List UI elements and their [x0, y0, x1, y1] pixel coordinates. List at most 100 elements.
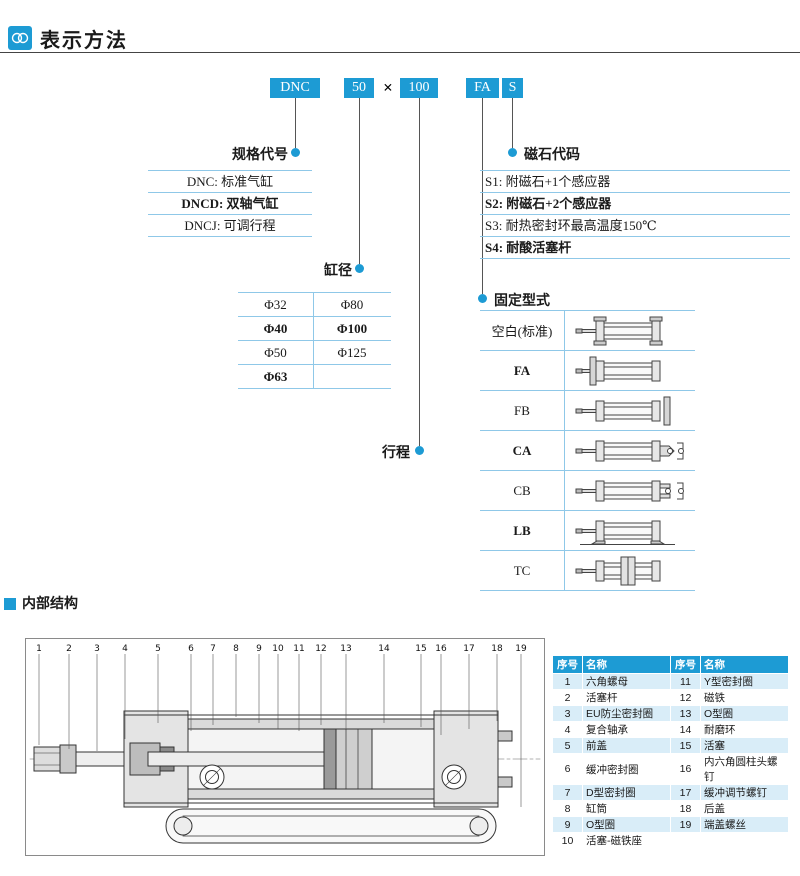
model-code-segment: 100: [400, 78, 438, 98]
callout-number: 11: [293, 644, 304, 654]
spec-code-row: DNCJ: 可调行程: [148, 215, 312, 237]
mounting-diagram-tc: [565, 551, 695, 590]
model-code-segment: DNC: [270, 78, 320, 98]
part-number: 1: [552, 673, 583, 690]
connector-stroke: [419, 98, 420, 446]
section-square-icon: [4, 598, 16, 610]
part-number: 13: [670, 705, 701, 722]
part-name: 活塞杆: [582, 689, 671, 706]
dot-mounting: [478, 294, 487, 303]
parts-header-cell: 序号: [670, 655, 701, 674]
mounting-code: 空白(标准): [480, 311, 565, 350]
mounting-diagram-lb: [565, 511, 695, 550]
mounting-code: CA: [480, 431, 565, 470]
part-name: 内六角圆柱头螺钉: [700, 753, 789, 785]
spec-code-row: DNCD: 双轴气缸: [148, 193, 312, 215]
callout-number: 4: [122, 644, 128, 654]
callout-number: 6: [188, 644, 194, 654]
spec-codes-label: 规格代号: [232, 148, 288, 163]
bore-cell: Φ50: [238, 341, 314, 364]
bore-cell: Φ80: [340, 297, 364, 312]
bore-cell: Φ63: [238, 365, 314, 388]
callout-number: 13: [340, 644, 351, 654]
connector-magnet: [512, 98, 513, 148]
magnet-codes-label: 磁石代码: [524, 148, 580, 163]
part-number: 2: [552, 689, 583, 706]
bore-row: Φ32 Φ80: [238, 293, 391, 317]
callout-number: 12: [315, 644, 326, 654]
dot-bore: [355, 264, 364, 273]
mounting-diagram-fb: [565, 391, 695, 430]
part-name: 活塞: [700, 737, 789, 754]
mounting-row: TC: [480, 551, 695, 591]
part-name: Y型密封圈: [700, 673, 789, 690]
model-code-segment: ×: [383, 78, 393, 97]
cylinder-diagram: [575, 316, 663, 345]
part-number: 12: [670, 689, 701, 706]
part-number: [670, 832, 701, 849]
mounting-row: FB: [480, 391, 695, 431]
dot-spec-codes: [291, 148, 300, 157]
callout-number: 10: [272, 644, 284, 654]
bore-cell: [314, 365, 390, 388]
part-name: 端盖螺丝: [700, 816, 789, 833]
part-name: 六角螺母: [582, 673, 671, 690]
mounting-diagram-basic: [565, 311, 695, 350]
cylinder-diagram: [575, 440, 684, 461]
internal-structure-title: 内部结构: [22, 597, 78, 612]
part-number: 18: [670, 800, 701, 817]
part-name: 缓冲密封圈: [582, 753, 671, 785]
part-number: 5: [552, 737, 583, 754]
bore-cell: Φ40: [238, 317, 314, 340]
page-title: 表示方法: [40, 30, 128, 52]
callout-number: 15: [415, 644, 426, 654]
part-name: EU防尘密封圈: [582, 705, 671, 722]
stroke-label: 行程: [382, 446, 410, 461]
callout-number: 1: [36, 644, 42, 654]
callout-number: 18: [491, 644, 503, 654]
mounting-row: LB: [480, 511, 695, 551]
callout-number: 5: [155, 644, 161, 654]
part-number: 9: [552, 816, 583, 833]
bore-cell: Φ32: [238, 293, 314, 316]
magnet-code-row: S4: 耐酸活塞杆: [480, 237, 790, 259]
mounting-row: 空白(标准): [480, 311, 695, 351]
parts-header-cell: 名称: [582, 655, 671, 674]
callout-number: 17: [463, 644, 474, 654]
mounting-code: CB: [480, 471, 565, 510]
part-number: 15: [670, 737, 701, 754]
cylinder-diagram: [575, 556, 661, 585]
callout-number: 16: [435, 644, 447, 654]
cylinder-diagram: [575, 396, 671, 425]
part-name: [700, 832, 789, 849]
part-number: 7: [552, 784, 583, 801]
mounting-diagram-fa: [565, 351, 695, 390]
brand-icon: [8, 26, 32, 50]
callout-number: 19: [515, 644, 527, 654]
cylinder-diagram: [575, 356, 661, 385]
connector-bore: [359, 98, 360, 264]
callout-number: 7: [210, 644, 216, 654]
connector-mounting: [482, 98, 483, 294]
part-number: 19: [670, 816, 701, 833]
part-name: 后盖: [700, 800, 789, 817]
cylinder-diagram: [575, 480, 684, 501]
mounting-diagram-cb: [565, 471, 695, 510]
parts-header-cell: 序号: [552, 655, 583, 674]
parts-header-row: 序号名称序号名称: [552, 655, 789, 674]
model-code-segment: FA: [466, 78, 499, 98]
